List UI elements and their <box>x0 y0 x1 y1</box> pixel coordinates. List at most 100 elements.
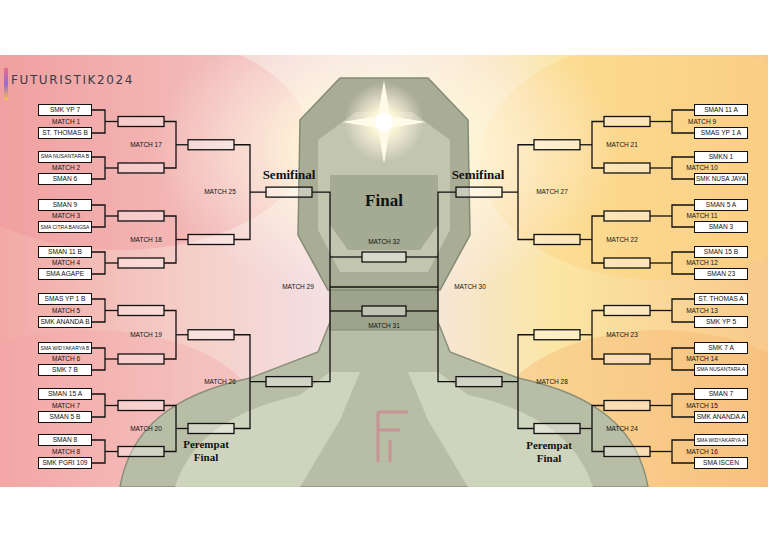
bracket-line <box>650 167 672 168</box>
team-box: SMAN 5 B <box>38 411 92 423</box>
team-box: SMAN 9 <box>38 199 92 211</box>
team-name: SMKN 1 <box>709 154 734 161</box>
bracket-line <box>650 405 672 406</box>
team-name: SMAN 3 <box>709 224 734 231</box>
team-box: SMK YP 5 <box>694 316 748 328</box>
winner-box <box>362 306 406 316</box>
robot-panel <box>408 372 593 487</box>
robot-neck <box>330 285 438 330</box>
team-name: SMA NUSANTARA B <box>41 154 90 159</box>
team-box: SMA NUSANTARA B <box>38 151 92 163</box>
match-label: MATCH 19 <box>130 332 162 339</box>
bracket-line <box>92 252 105 274</box>
winner-box <box>266 377 312 387</box>
winner-box <box>534 424 580 434</box>
match-label: MATCH 5 <box>52 307 80 314</box>
team-box: SMA WIDYAKARYA A <box>694 434 748 446</box>
bracket-line <box>580 239 592 240</box>
team-box: SMAN 15 B <box>694 246 748 258</box>
bracket-line <box>580 334 592 335</box>
bracket-line <box>105 167 118 168</box>
team-name: SMK YP 5 <box>706 319 736 326</box>
bracket-line <box>92 348 105 370</box>
bracket-line <box>580 428 592 429</box>
bracket-line <box>176 334 188 335</box>
bracket-line <box>164 122 176 169</box>
winner-box <box>118 401 164 411</box>
bracket-line <box>105 451 118 452</box>
bracket-line <box>518 145 534 240</box>
bracket-line <box>176 239 188 240</box>
robot-visor <box>330 175 438 250</box>
team-name: SMK NUSA JAYA <box>696 176 746 182</box>
robot-body <box>120 322 648 487</box>
match-label: MATCH 10 <box>686 165 718 172</box>
winner-box <box>604 258 650 268</box>
bracket-line <box>592 406 604 452</box>
bracket-line <box>92 394 105 417</box>
match-label: MATCH 1 <box>52 118 80 125</box>
team-box: SMK 7 A <box>694 342 748 354</box>
bracket-line <box>105 121 118 122</box>
team-box: SMAS YP 1 A <box>694 127 748 139</box>
bracket-line <box>592 122 604 169</box>
winner-box <box>188 330 234 340</box>
bracket-line <box>234 145 250 240</box>
match-label: MATCH 28 <box>536 378 568 385</box>
team-box: SMAN 7 <box>694 388 748 400</box>
team-name: SMAS YP 1 B <box>45 296 86 303</box>
team-box: SMAN 3 <box>694 221 748 233</box>
bracket-line <box>650 262 672 263</box>
bracket-line <box>176 428 188 429</box>
bracket-line <box>92 110 105 133</box>
match-label: MATCH 7 <box>52 402 80 409</box>
bracket-line <box>650 121 672 122</box>
bracket-line <box>164 311 176 360</box>
winner-box <box>604 354 650 364</box>
round-label: Perempat Final <box>521 439 577 464</box>
winner-box <box>604 117 650 127</box>
match-label: MATCH 14 <box>686 356 718 363</box>
bracket-line <box>592 216 604 263</box>
robot-helmet <box>298 78 470 290</box>
winner-box <box>604 306 650 316</box>
match-label: MATCH 3 <box>52 213 80 220</box>
team-name: SMK 7 A <box>708 345 734 352</box>
winner-box <box>188 424 234 434</box>
match-label: MATCH 16 <box>686 448 718 455</box>
winner-box <box>118 258 164 268</box>
team-box: SMAN 15 A <box>38 388 92 400</box>
match-label: MATCH 6 <box>52 356 80 363</box>
team-box: ST. THOMAS B <box>38 127 92 139</box>
match-label: MATCH 27 <box>536 189 568 196</box>
bracket-line <box>234 335 250 429</box>
winner-box <box>118 306 164 316</box>
watermark-logo <box>378 412 408 462</box>
winner-box <box>534 330 580 340</box>
bracket-line <box>250 381 266 382</box>
team-box: ST. THOMAS A <box>694 293 748 305</box>
winner-box <box>534 235 580 245</box>
bracket-line <box>650 310 672 311</box>
winner-box <box>604 447 650 457</box>
team-box: SMA CITRA BANGSA <box>38 221 92 233</box>
match-label: MATCH 12 <box>686 260 718 267</box>
team-name: SMAN 15 A <box>48 391 82 398</box>
winner-box <box>362 252 406 262</box>
team-box: SMA NUSANTARA A <box>694 364 748 376</box>
team-name: SMAN 9 <box>53 202 78 209</box>
team-name: SMAN 5 B <box>50 414 81 421</box>
team-box: SMK 7 B <box>38 364 92 376</box>
team-box: SMK ANANDA A <box>694 411 748 423</box>
bracket-line <box>176 144 188 145</box>
team-name: SMK PGRI 109 <box>42 460 87 467</box>
bracket-line <box>92 205 105 227</box>
match-label: MATCH 26 <box>204 378 236 385</box>
winner-box <box>188 140 234 150</box>
team-name: SMA CITRA BANGSA <box>41 225 90 230</box>
team-name: SMK YP 7 <box>50 107 80 114</box>
match-label: MATCH 22 <box>606 236 638 243</box>
match-label: MATCH 24 <box>606 425 638 432</box>
star <box>342 80 426 164</box>
glow <box>154 55 614 300</box>
